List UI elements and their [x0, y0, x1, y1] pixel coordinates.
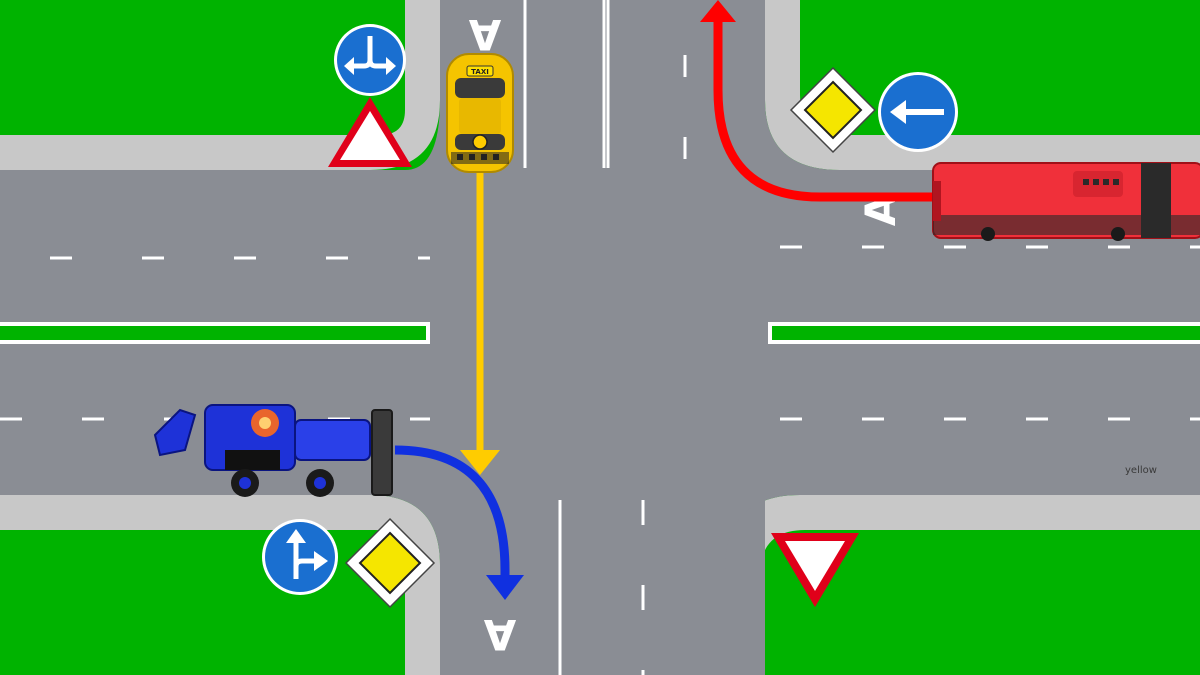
tractor-path-arrowhead	[486, 575, 524, 600]
taxi-roof-label: TAXI	[471, 68, 489, 76]
median-strips	[0, 322, 1200, 344]
tractor-path-arrow	[394, 445, 510, 575]
priority-road-sign-bottom	[344, 517, 436, 609]
lane-letter-bottom: A	[483, 610, 516, 659]
direction-left-only-sign	[878, 72, 958, 152]
direction-left-or-right-sign	[334, 24, 406, 96]
blue-backhoe-tractor	[153, 404, 393, 497]
bus-path-arrowhead	[700, 0, 736, 22]
priority-road-sign	[789, 66, 877, 154]
lane-letter-top: A	[468, 10, 501, 59]
taxi-car: TAXI	[446, 53, 514, 173]
direction-straight-or-right-sign	[262, 519, 338, 595]
give-way-ahead-triangle-sign	[328, 97, 412, 167]
red-articulated-bus	[932, 162, 1200, 241]
vehicle-paths	[394, 0, 935, 600]
taxi-path-arrowhead	[460, 450, 500, 475]
watermark: yellow	[1125, 465, 1157, 476]
bus-path-arrow	[713, 22, 935, 202]
taxi-roof-sign	[466, 65, 494, 77]
yield-sign	[771, 533, 859, 607]
